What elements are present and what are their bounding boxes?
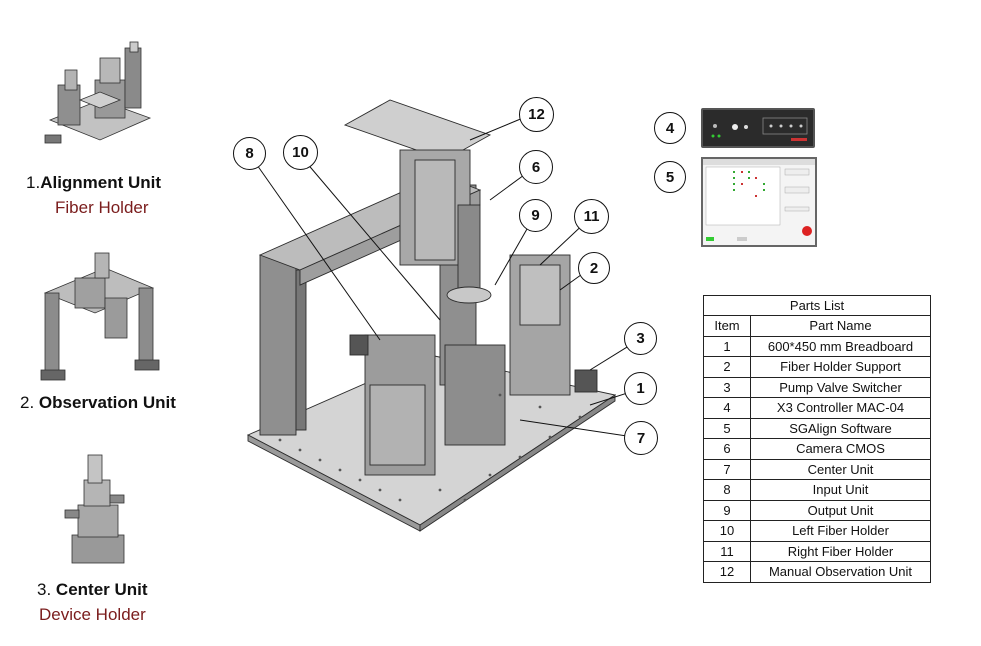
item-number: 10 — [703, 520, 751, 542]
unit-1-title: 1.Alignment Unit — [26, 173, 162, 192]
part-name: Fiber Holder Support — [750, 356, 931, 378]
item-number: 12 — [703, 561, 751, 583]
unit-3-name: Center Unit — [55, 580, 148, 599]
machine-assembly-image — [246, 99, 617, 532]
item-number: 7 — [703, 458, 751, 480]
part-name: Pump Valve Switcher — [750, 376, 931, 398]
callout-7: 7 — [624, 421, 658, 455]
observation-unit-image — [40, 252, 160, 381]
callout-5: 5 — [654, 161, 686, 193]
part-name: Camera CMOS — [750, 438, 931, 460]
part-name: Left Fiber Holder — [750, 520, 931, 542]
item-number: 8 — [703, 479, 751, 501]
unit-3-subtitle: Device Holder — [39, 605, 146, 624]
callout-3: 3 — [624, 322, 657, 355]
parts-list-caption: Parts List — [703, 295, 931, 316]
software-screenshot-image — [701, 157, 817, 247]
callout-1: 1 — [624, 372, 657, 405]
center-unit-image — [64, 454, 125, 564]
controller-image — [701, 108, 815, 148]
item-number: 1 — [703, 335, 751, 357]
unit-2-name: Observation Unit — [38, 393, 176, 412]
callout-8: 8 — [233, 137, 266, 170]
item-number: 3 — [703, 376, 751, 398]
item-number: 4 — [703, 397, 751, 419]
callout-11: 11 — [574, 199, 609, 234]
part-name: Output Unit — [750, 499, 931, 521]
callout-4: 4 — [654, 112, 686, 144]
item-number: 6 — [703, 438, 751, 460]
part-name: Right Fiber Holder — [750, 540, 931, 562]
column-header-part-name: Part Name — [750, 315, 931, 337]
callout-2: 2 — [578, 252, 610, 284]
callout-9: 9 — [519, 199, 552, 232]
item-number: 5 — [703, 417, 751, 439]
item-number: 2 — [703, 356, 751, 378]
callout-6: 6 — [519, 150, 553, 184]
item-number: 11 — [703, 540, 751, 562]
unit-3-title: 3. Center Unit — [37, 580, 148, 599]
unit-1-name: Alignment Unit — [40, 173, 162, 192]
callout-12: 12 — [519, 97, 554, 132]
unit-1-subtitle: Fiber Holder — [55, 198, 149, 217]
item-number: 9 — [703, 499, 751, 521]
part-name: Manual Observation Unit — [750, 561, 931, 583]
part-name: 600*450 mm Breadboard — [750, 335, 931, 357]
part-name: Center Unit — [750, 458, 931, 480]
callout-10: 10 — [283, 135, 318, 170]
part-name: SGAlign Software — [750, 417, 931, 439]
alignment-unit-image — [44, 41, 152, 144]
unit-2-title: 2. Observation Unit — [20, 393, 176, 412]
part-name: X3 Controller MAC-04 — [750, 397, 931, 419]
column-header-item: Item — [703, 315, 751, 337]
part-name: Input Unit — [750, 479, 931, 501]
